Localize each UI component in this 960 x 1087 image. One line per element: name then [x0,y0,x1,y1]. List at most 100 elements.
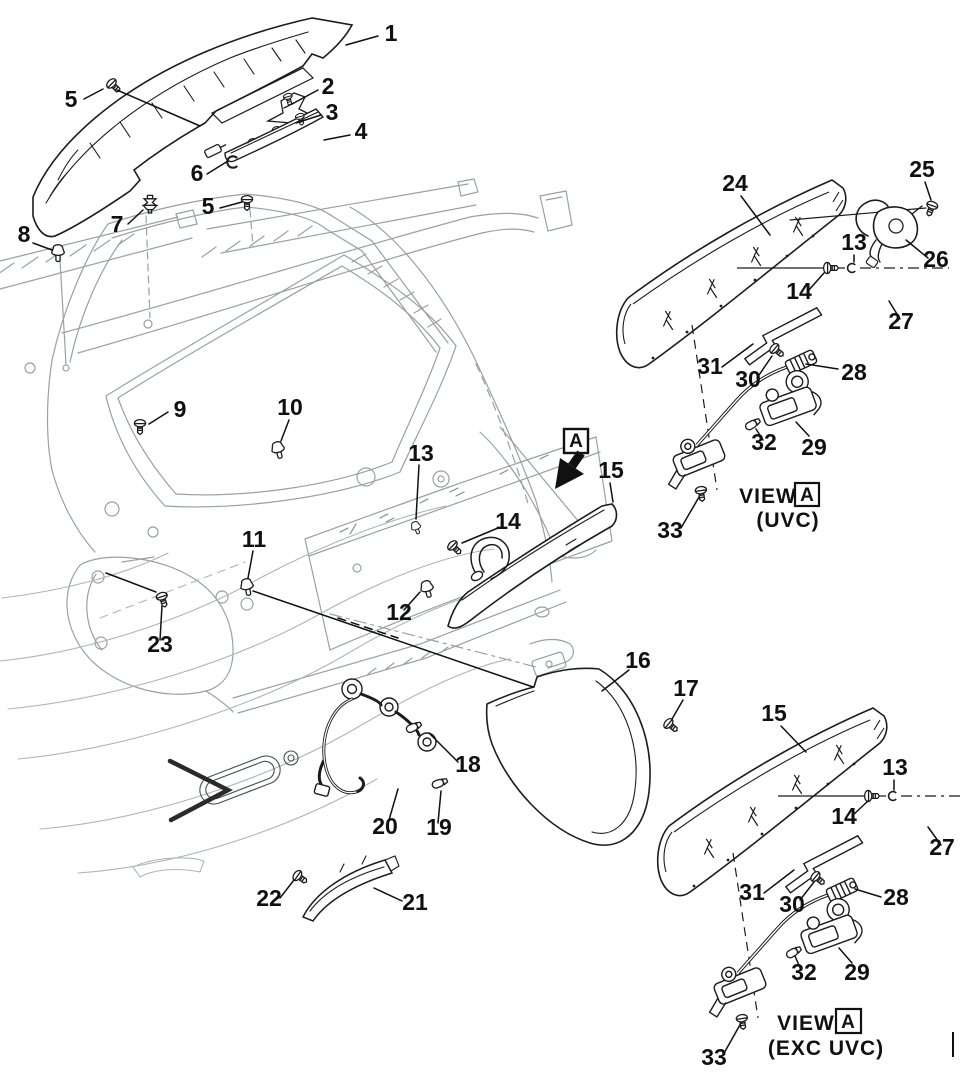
view-a-box [834,1007,863,1035]
callout-32b-label: 32 [791,959,817,985]
harness-socket [422,737,432,747]
tail-lamp-16 [485,667,651,846]
sill-hatching [367,646,449,675]
callout-5b-label: 5 [202,193,215,219]
callout-labels: 1 2 3 4 5 5 6 7 8 9 10 11 12 13 14 15 16… [18,20,955,1070]
callout-8-label: 8 [18,221,31,247]
mount-hole [62,364,70,372]
callout-6-label: 6 [191,160,204,186]
connector-body [204,143,222,159]
latch-hole [888,218,904,234]
callout-25-label: 25 [909,156,935,182]
callout-13-label: 13 [408,440,434,466]
screw-25-icon [922,199,940,219]
view-arrow-icon [555,458,584,489]
callout-14-label: 14 [495,508,521,534]
roof-rail-foot [457,178,479,197]
view-caption-exc-uvc: VIEW A (EXC UVC) [768,1007,883,1060]
latch-group [789,199,927,268]
latch-hook [855,199,891,237]
harness-cable [317,692,421,795]
tail-lamp-16-inner [495,680,637,834]
bumper-line [77,778,378,874]
sill-dash-dot [329,613,541,669]
spoiler-highlight-lines [49,149,79,197]
callout-26-label: 26 [923,246,949,272]
rear-window-aperture [105,254,457,508]
stop-lamp-details [230,111,319,154]
connector-6 [204,143,227,159]
liftgate-applique-15 [447,503,618,629]
body-hole [104,501,120,517]
callout-28b-label: 28 [883,884,909,910]
callout-11-label: 11 [242,526,267,552]
tail-lamp-pocket-left [66,556,234,695]
latch-connector [865,256,879,268]
callout-33a-label: 33 [657,517,683,543]
roof-rail-foot [175,209,198,229]
callout-27b-label: 27 [929,834,955,860]
view-caption-uvc: VIEW A (UVC) [739,481,821,532]
harness-cable-highlight [323,698,357,794]
callout-15-label: 15 [598,457,624,483]
glass-edge-hatching [351,253,442,328]
bumper-slot [132,857,205,878]
bumper-line [7,548,495,710]
leader-lines-view-exc [722,725,942,1056]
right-edge-dashed [475,363,530,508]
callout-3-label: 3 [326,99,339,125]
callout-30b-label: 30 [779,891,805,917]
clip-8-icon [50,244,66,263]
leader-dashed [337,617,399,639]
clip-drop-dashed-line [145,215,151,319]
striker-hole [545,660,553,668]
callout-2-label: 2 [322,73,335,99]
wiper-pivot-hole [432,470,450,488]
bumper-line [39,658,511,830]
callout-24-label: 24 [722,170,748,196]
callout-32a-label: 32 [751,429,777,455]
vehicle-body-linework [0,178,613,714]
detail-parts [32,17,651,922]
harness-connector [313,783,331,797]
bulb-19-icon [430,776,449,790]
body-hole [240,597,254,611]
screw-5-icon [240,194,254,212]
screw-17-icon [661,716,682,736]
mount-hole [143,319,153,329]
view-a-letter: A [841,1012,855,1033]
bumper-hole [287,754,295,762]
liftgate-top-edge [107,193,333,239]
screw-22-icon [290,868,311,888]
callout-28a-label: 28 [841,359,867,385]
latch-26-body [872,206,919,249]
callout-9-label: 9 [174,396,187,422]
connector-pin [219,144,227,149]
bumper-line [0,505,447,662]
roof-rail-right [206,183,477,254]
screw-drop-dashed-line [249,209,254,247]
clip-10-icon [269,439,288,461]
hitch-cover-inner [205,760,275,800]
detail-a-letter: A [569,431,583,452]
callout-27a-label: 27 [888,308,914,334]
body-hole [356,467,376,487]
strap-grommet [470,570,484,582]
view-a-box [793,481,821,508]
view-word: VIEW [777,1012,835,1035]
callout-7-label: 7 [111,211,124,237]
pin-13-icon [409,519,424,536]
callout-13a-label: 13 [841,229,867,255]
roof-corner [469,212,539,234]
rear-window-aperture-inner [117,265,441,496]
hinge-fin [539,190,573,232]
view-a-letter: A [800,485,814,506]
striker-plate-outline [531,651,567,677]
harness-socket [346,683,358,695]
callout-10-label: 10 [277,394,303,420]
leader-lines-view-uvc [680,181,932,529]
liftgate-left-edge [46,223,123,471]
callout-29a-label: 29 [801,434,827,460]
